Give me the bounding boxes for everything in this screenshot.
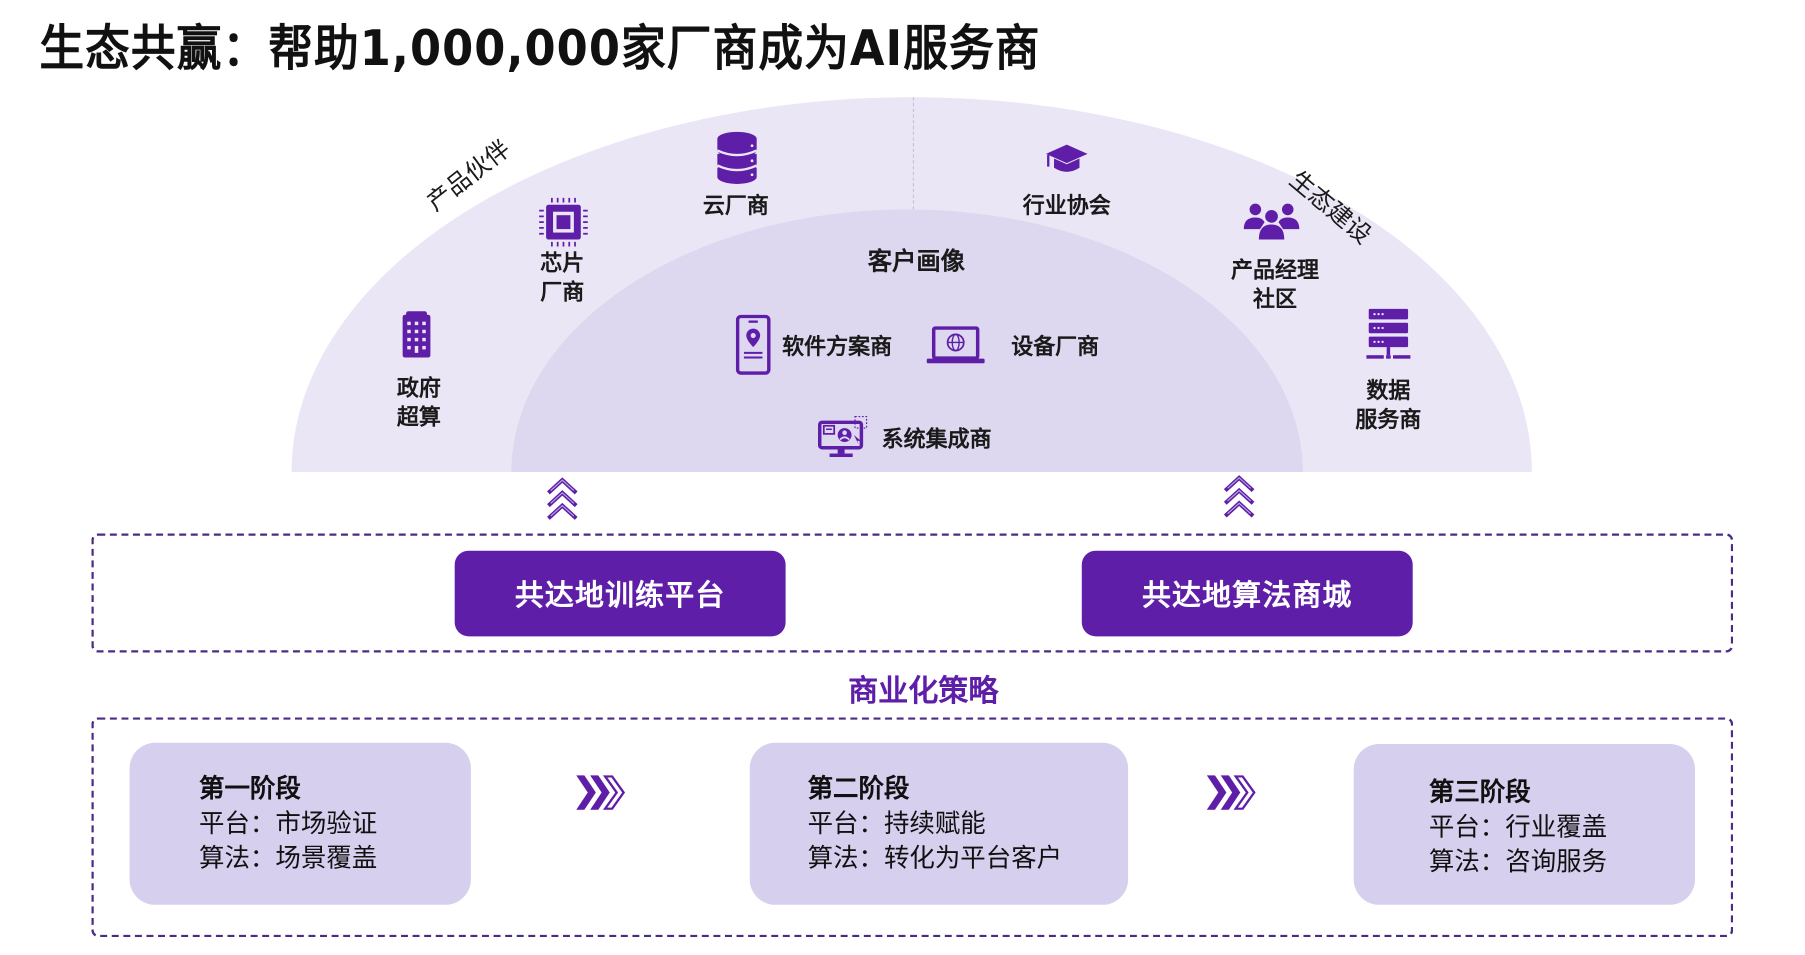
- stage-platform: 平台：市场验证: [199, 809, 378, 839]
- stage-card-1: 第一阶段 平台：市场验证 算法：场景覆盖: [129, 742, 471, 905]
- page-title: 生态共赢：帮助1,000,000家厂商成为AI服务商: [39, 19, 1041, 77]
- stage-algorithm: 算法：转化为平台客户: [807, 844, 1063, 874]
- platforms-container: [91, 533, 1734, 653]
- training-platform-button[interactable]: 共达地训练平台: [454, 550, 786, 637]
- server-icon: [1365, 308, 1411, 366]
- label-software-solution-providers: 软件方案商: [782, 334, 893, 360]
- stage-platform: 平台：持续赋能: [807, 809, 986, 839]
- up-chevrons-icon: [546, 477, 578, 528]
- strategy-container: [91, 717, 1734, 938]
- stage-platform: 平台：行业覆盖: [1428, 813, 1608, 843]
- stage-title: 第一阶段: [199, 775, 301, 805]
- label-system-integrators: 系统集成商: [881, 426, 992, 453]
- up-chevrons-icon: [1223, 474, 1255, 525]
- stage-card-3: 第三阶段 平台：行业覆盖 算法：咨询服务: [1353, 743, 1696, 905]
- monitor-user-icon: [817, 415, 869, 464]
- strategy-heading: 商业化策略: [848, 674, 999, 710]
- stage-title: 第二阶段: [807, 775, 910, 805]
- stage-algorithm: 算法：咨询服务: [1428, 848, 1608, 878]
- customer-profile-heading: 客户画像: [867, 247, 965, 276]
- people-group-icon: [1243, 201, 1301, 245]
- triple-chevron-right-icon: [1206, 775, 1258, 814]
- label-device-manufacturers: 设备厂商: [1011, 334, 1100, 360]
- stage-title: 第三阶段: [1428, 778, 1531, 808]
- stage-card-2: 第二阶段 平台：持续赋能 算法：转化为平台客户: [749, 742, 1129, 905]
- label-data-service-providers: 数据 服务商: [1355, 378, 1422, 433]
- stage-algorithm: 算法：场景覆盖: [199, 844, 378, 874]
- mobile-location-icon: [735, 314, 771, 380]
- label-industry-association: 行业协会: [1022, 193, 1111, 219]
- label-gov-supercomputing: 政府 超算: [396, 376, 441, 431]
- triple-chevron-right-icon: [576, 775, 627, 814]
- label-chip-vendors: 芯片 厂商: [540, 251, 585, 306]
- building-icon: [399, 310, 434, 363]
- laptop-globe-icon: [926, 326, 986, 370]
- algorithm-mall-button[interactable]: 共达地算法商城: [1081, 550, 1413, 637]
- chip-icon: [538, 197, 589, 253]
- label-cloud-vendors: 云厂商: [702, 193, 769, 219]
- label-pm-community: 产品经理 社区: [1231, 258, 1319, 313]
- arch-divider: [912, 97, 915, 210]
- graduation-cap-icon: [1045, 143, 1089, 180]
- database-icon: [716, 131, 758, 189]
